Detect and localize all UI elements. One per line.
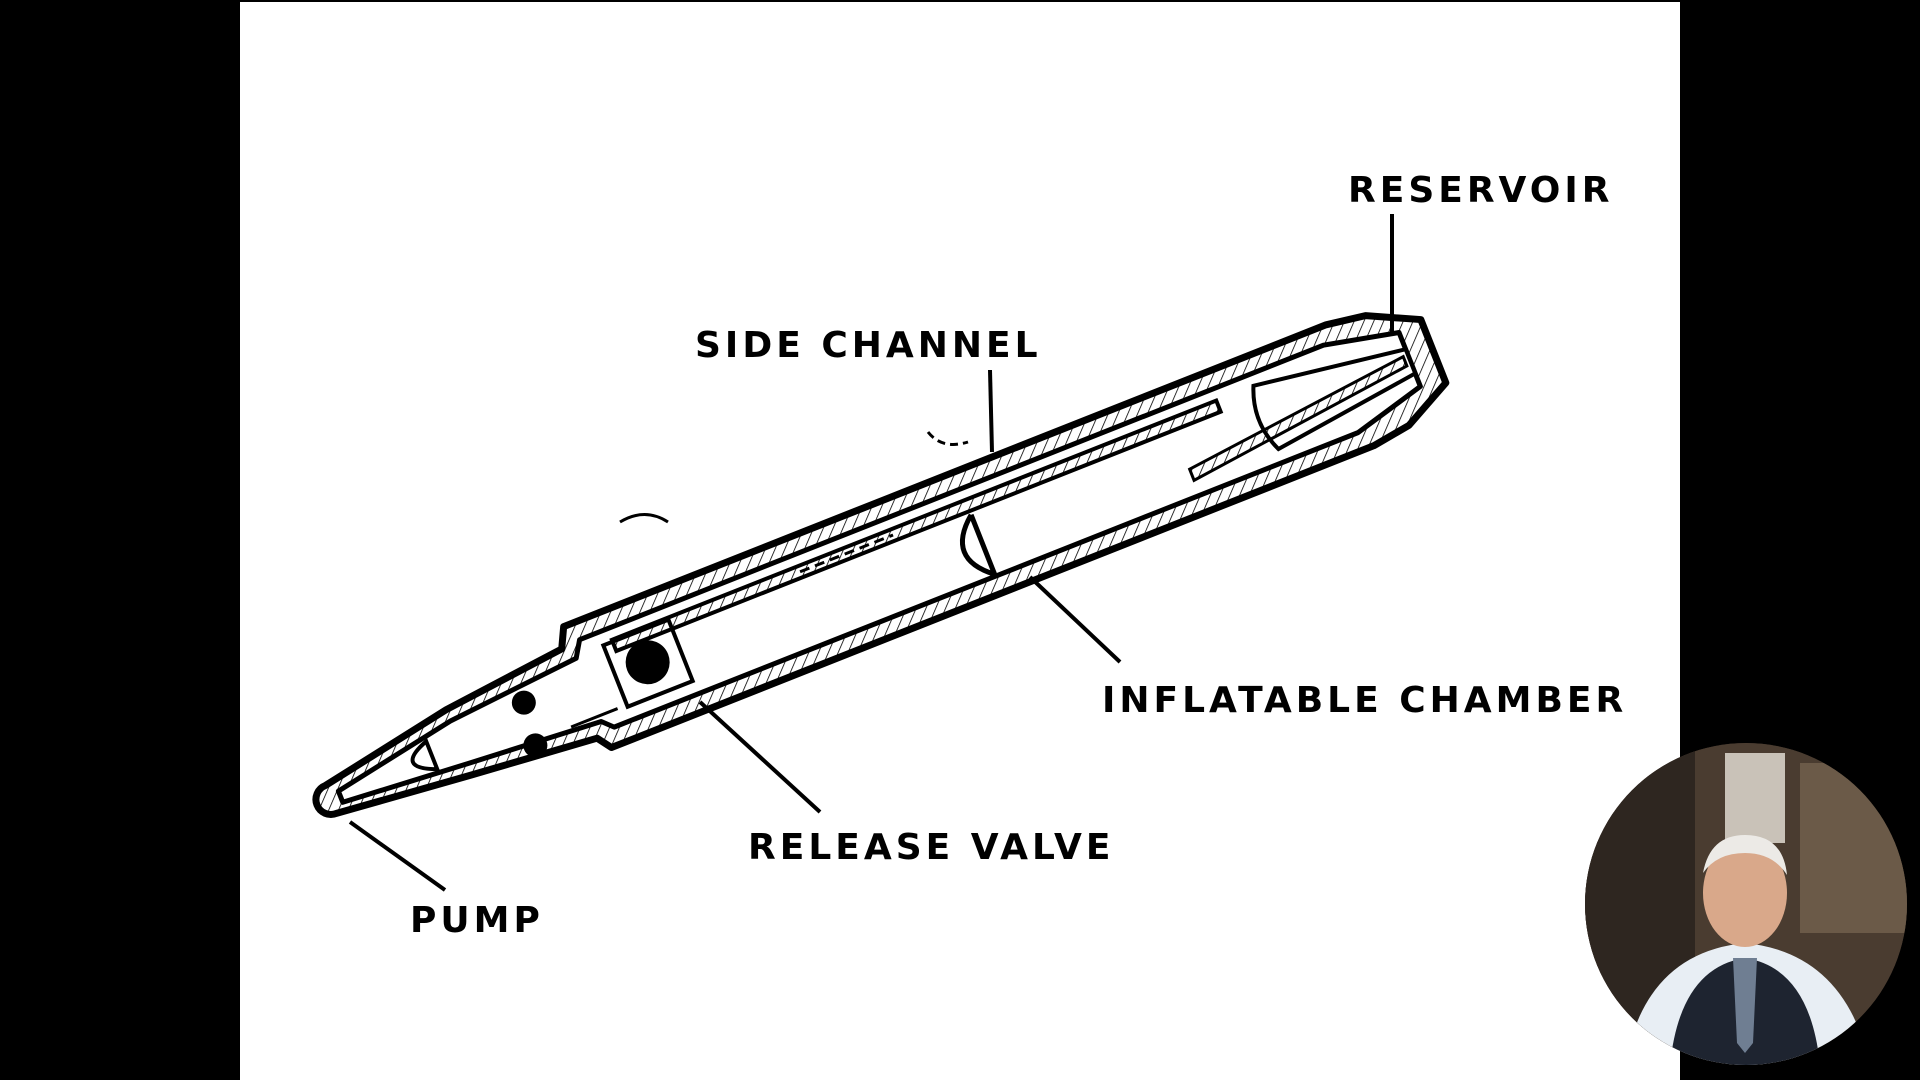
leader-inflatable-chamber [1028,575,1122,664]
slide: RESERVOIR SIDE CHANNEL INFLATABLE CHAMBE… [240,2,1680,1080]
check-valve-ball-lower [523,733,548,758]
label-release-valve: RELEASE VALVE [748,827,1114,868]
label-side-channel: SIDE CHANNEL [695,325,1042,366]
flow-arrow-reservoir [926,431,969,446]
channel-wall [609,397,1224,654]
leader-pump [348,820,447,892]
device-diagram: RESERVOIR SIDE CHANNEL INFLATABLE CHAMBE… [312,170,1627,941]
label-reservoir: RESERVOIR [1348,170,1614,211]
flow-arrow-channel [799,533,894,574]
label-pump: PUMP [410,900,544,941]
reservoir-tube [1187,354,1409,483]
check-valve-ball-upper [511,690,536,715]
flow-arrow-release [619,513,669,524]
flow-arrow-pump [570,707,619,729]
release-valve-housing [600,617,696,710]
chamber-piston [960,513,997,577]
device-body [312,312,1450,818]
leader-side-channel [988,369,994,453]
leader-release-valve [698,700,822,814]
presenter-webcam-icon [1585,743,1907,1065]
release-valve-ball [625,640,670,685]
inner-cavity [335,329,1423,805]
pump-dome [410,737,441,772]
label-inflatable-chamber: INFLATABLE CHAMBER [1102,680,1627,721]
